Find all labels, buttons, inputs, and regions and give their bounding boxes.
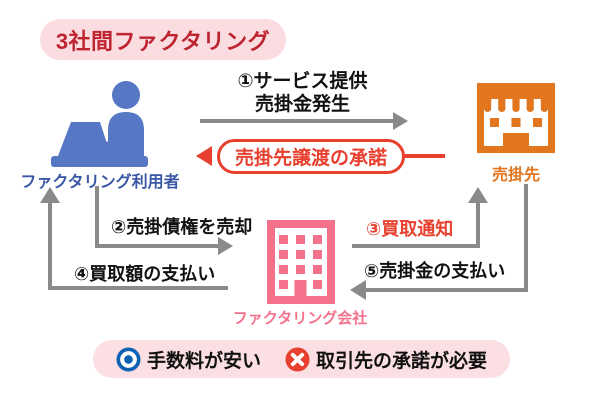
- office-building-icon: [267, 220, 335, 304]
- consent-arrow-line: [404, 154, 445, 158]
- footer-con-item: 取引先の承諾が必要: [285, 346, 487, 373]
- step5-arrow-hline: [364, 288, 528, 292]
- person-at-laptop-icon: [51, 81, 148, 167]
- step1-arrow-line: [200, 119, 394, 123]
- user-label: ファクタリング利用者: [20, 174, 180, 191]
- footer-pro-item: 手数料が安い: [116, 346, 261, 373]
- step2-arrow-vline: [95, 186, 99, 248]
- company-label: ファクタリング会社: [232, 310, 368, 327]
- step4-label: ④買取額の支払い: [74, 264, 216, 284]
- consent-label: 売掛先譲渡の承諾: [234, 148, 387, 169]
- footer-con-label: 取引先の承諾が必要: [316, 350, 488, 372]
- footer-pro-label: 手数料が安い: [146, 350, 261, 372]
- footer-bar: 手数料が安い 取引先の承諾が必要: [93, 340, 510, 378]
- title-pill: 3社間ファクタリング: [40, 19, 286, 60]
- step4-arrow-vline: [48, 201, 52, 290]
- step1-arrowhead: [393, 112, 408, 130]
- step3-label: ③買取通知: [366, 219, 454, 239]
- double-circle-ok-icon: [116, 346, 141, 372]
- step4-arrow-hline: [48, 286, 228, 290]
- cross-ng-icon: [285, 346, 310, 372]
- step5-arrow-vline: [524, 184, 528, 292]
- step2-arrow-hline: [95, 244, 219, 248]
- step2-label: ②売掛債権を売却: [111, 217, 253, 237]
- step4-arrowhead: [40, 187, 60, 203]
- step1-label-line2: 売掛金発生: [254, 94, 350, 115]
- step1-label-line1: ①サービス提供: [237, 71, 368, 92]
- step1-label: ①サービス提供 売掛金発生: [205, 70, 400, 116]
- consent-oval: 売掛先譲渡の承諾: [217, 139, 405, 174]
- step3-arrowhead: [468, 187, 488, 203]
- step3-arrow-vline: [476, 201, 480, 248]
- step5-label: ⑤売掛金の支払い: [364, 261, 506, 281]
- page-title: 3社間ファクタリング: [55, 28, 271, 54]
- step3-arrow-hline: [352, 244, 480, 248]
- client-label: 売掛先: [491, 167, 540, 184]
- step5-arrowhead: [350, 280, 366, 300]
- consent-arrowhead: [196, 146, 212, 166]
- step2-arrowhead: [218, 237, 233, 255]
- storefront-icon: [477, 83, 555, 153]
